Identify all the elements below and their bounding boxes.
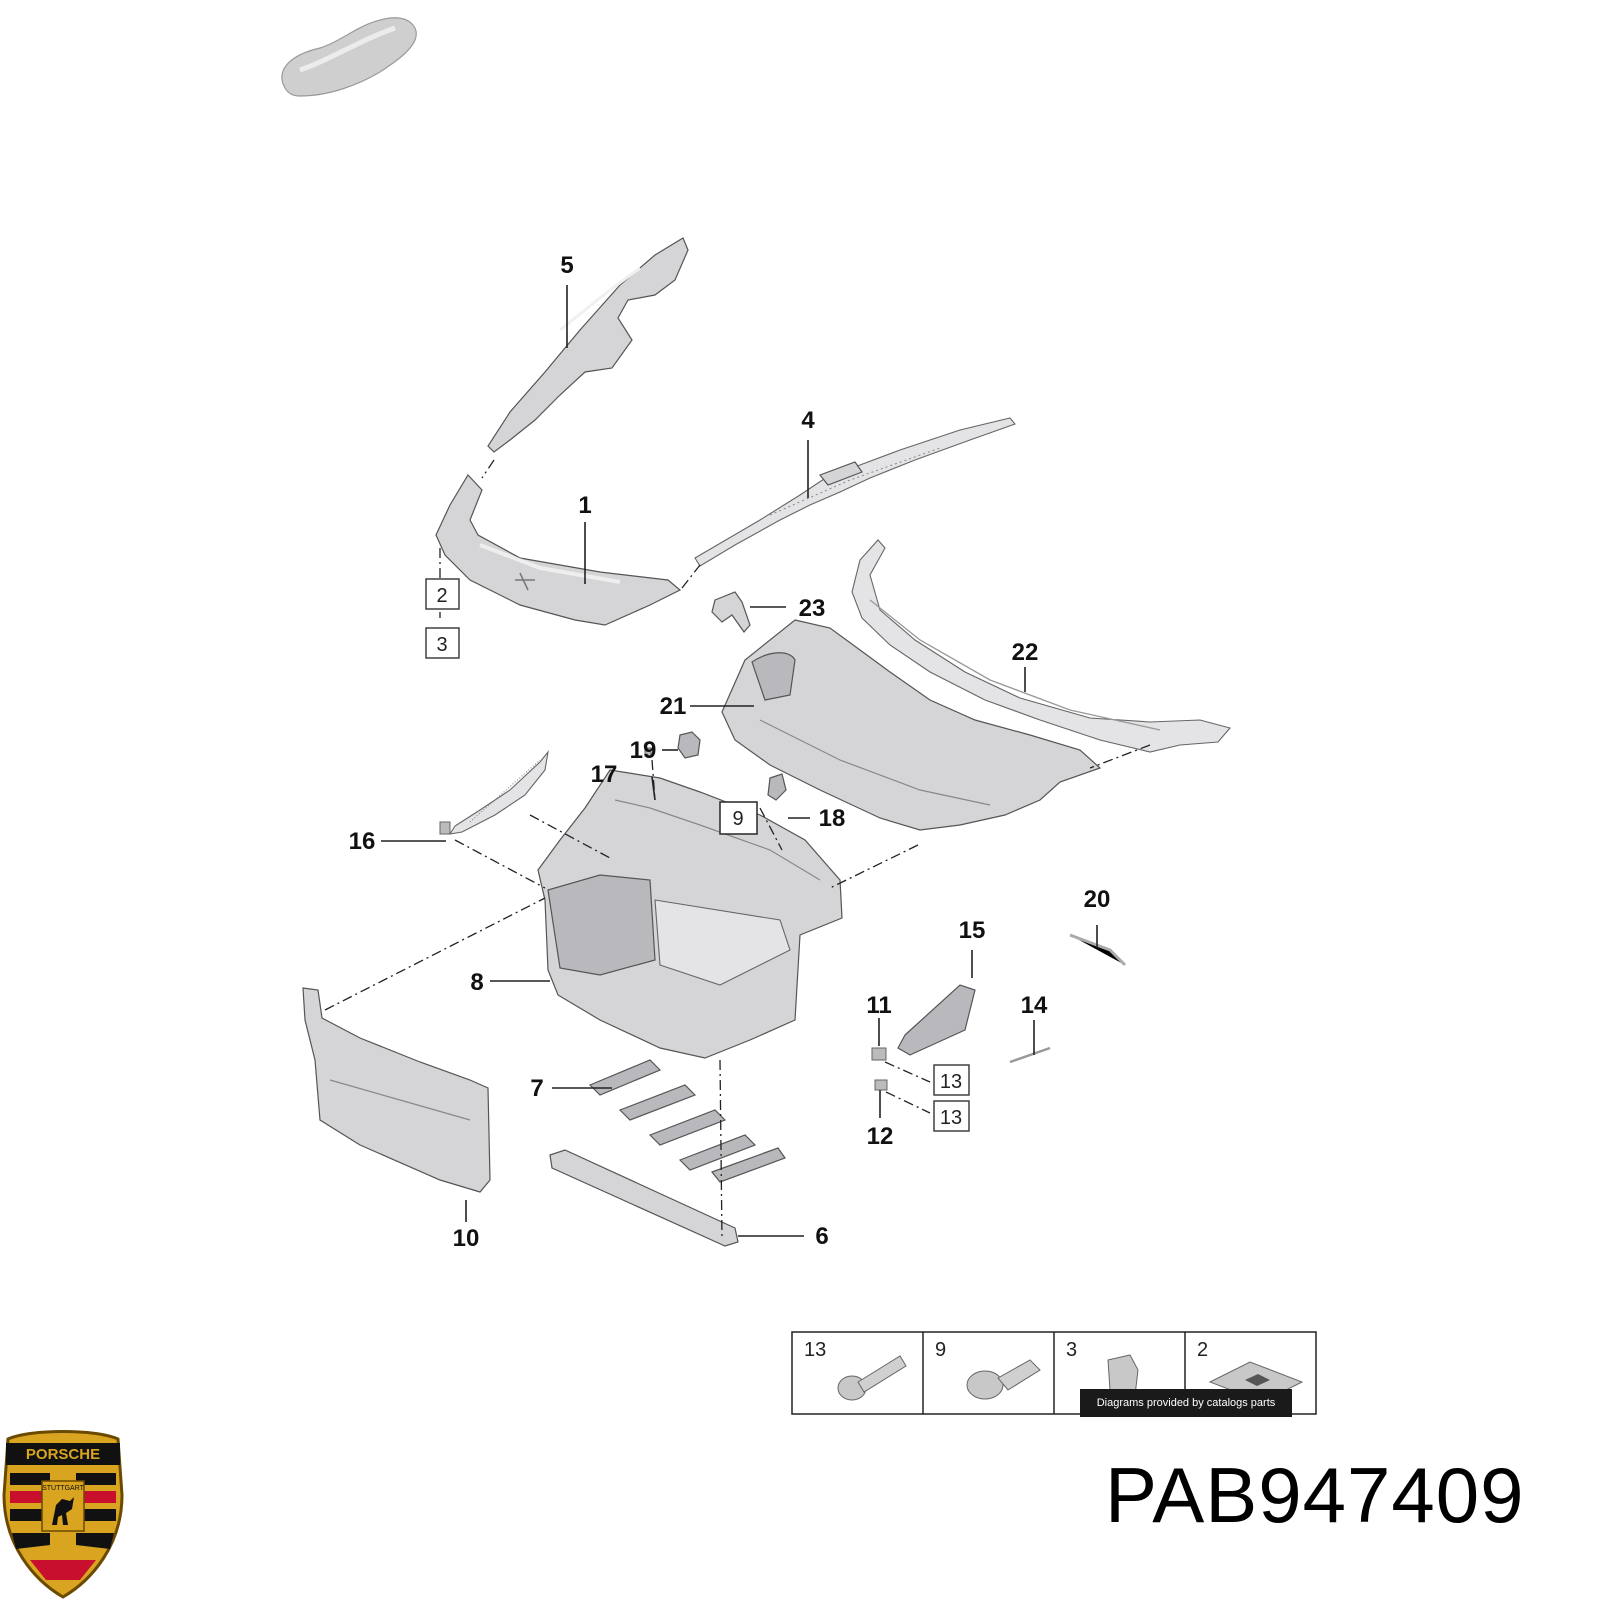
callout-6: 6 [815,1223,828,1250]
callout-7: 7 [530,1075,543,1102]
assembly-lines [324,459,1151,1241]
callout-12: 12 [867,1123,894,1150]
boxed-callout-3: 3 [425,627,460,659]
part-10-side-trim [302,987,491,1193]
porsche-crest-logo: PORSCHE STUTTGART [0,1425,126,1600]
part-8-luggage-tub [537,769,843,1059]
svg-text:13: 13 [940,1107,962,1129]
callout-1: 1 [578,492,591,519]
callout-16: 16 [349,828,376,855]
legend-number-2: 2 [1197,1339,1208,1361]
callout-23: 23 [799,595,826,622]
leader-lines [381,285,1098,1237]
callout-8: 8 [470,969,483,996]
part-12-clip [874,1079,888,1091]
part-11-clip [871,1047,887,1061]
part-19-clip [677,731,701,759]
callout-22: 22 [1012,639,1039,666]
svg-text:2: 2 [436,585,447,607]
boxed-callout-2: 2 [425,578,460,610]
part-18-clip [767,773,787,801]
callout-17: 17 [591,761,618,788]
svg-text:9: 9 [732,808,743,830]
part-1-front-frame [435,474,682,626]
part-21-bulkhead-panel [721,619,1102,831]
callout-14: 14 [1021,992,1048,1019]
callout-10: 10 [453,1225,480,1252]
car-thumbnail-icon [281,17,417,97]
callout-11: 11 [866,992,891,1019]
part-23-bracket [711,591,751,633]
part-20-strip [1069,933,1127,967]
part-14-strip [1009,1046,1051,1064]
part-number: PAB947409 [1105,1451,1525,1539]
boxed-callout-13a: 13 [933,1064,970,1096]
callout-18: 18 [819,805,846,832]
boxed-callout-13b: 13 [933,1100,970,1132]
boxed-callout-9: 9 [719,801,758,835]
push-rivet-icon [966,1359,1041,1400]
callout-15: 15 [959,917,986,944]
svg-text:13: 13 [940,1071,962,1093]
callout-21: 21 [660,693,687,720]
part-17-pin [644,747,652,757]
part-4-seal-strip [694,417,1016,567]
logo-text-top: PORSCHE [26,1446,100,1463]
credit-badge: Diagrams provided by catalogs parts [1080,1389,1292,1417]
legend-number-13: 13 [804,1339,826,1361]
legend-number-9: 9 [935,1339,946,1361]
logo-text-center: STUTTGART [42,1485,85,1492]
svg-text:3: 3 [436,634,447,656]
part-7-pads [588,1059,786,1183]
part-6-floor-board [549,1149,739,1247]
callout-20: 20 [1084,886,1111,913]
boxed-callouts: 2 3 9 13 13 [425,578,970,1132]
part-5-trim-strip [487,237,689,453]
callout-labels: 5 4 1 23 22 21 19 17 18 16 20 15 8 11 14… [349,252,1111,1252]
callout-19: 19 [630,737,657,764]
legend-number-3: 3 [1066,1339,1077,1361]
callout-5: 5 [560,252,573,279]
bolt-screw-icon [837,1355,907,1401]
callout-4: 4 [801,407,815,434]
part-15-panel [897,984,976,1056]
part-16-mesh-trim [439,750,549,835]
part-22-cowl-panel [851,539,1231,753]
